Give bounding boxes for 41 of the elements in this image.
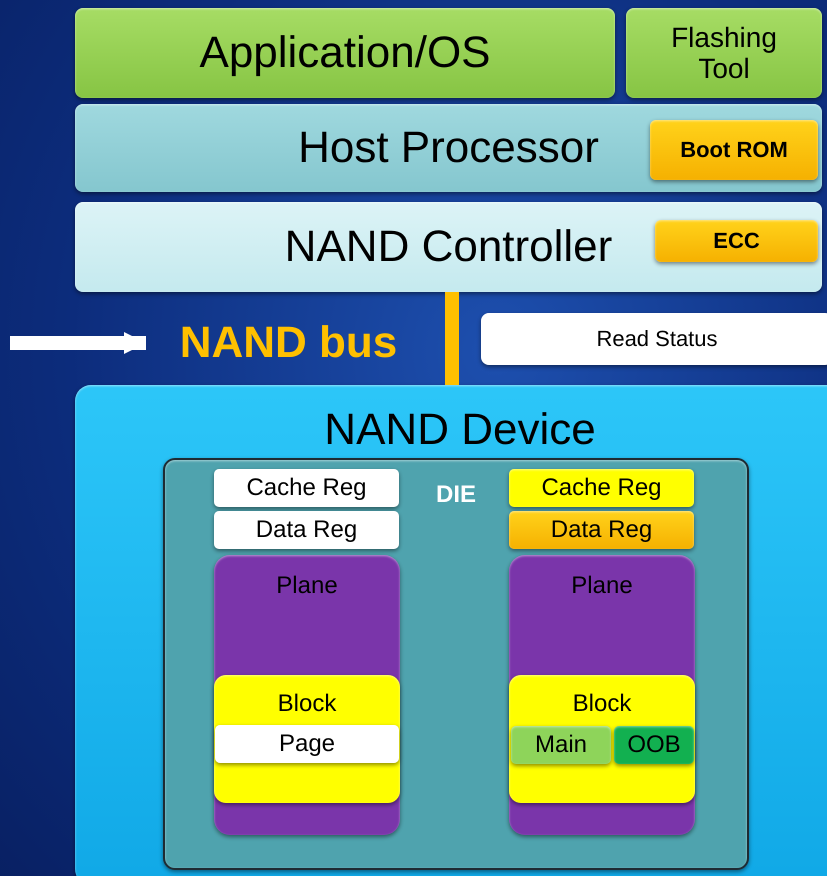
register-box: [509, 469, 694, 507]
node-label: Block: [572, 691, 632, 718]
register-box: [214, 511, 399, 549]
device-box: [75, 385, 827, 876]
register-box: [509, 511, 694, 549]
node-label: DIE: [436, 482, 476, 509]
layer-box: [75, 8, 615, 98]
node-label: Main: [534, 732, 588, 758]
node-label: NAND Device: [324, 405, 596, 454]
node-label: Block: [278, 691, 336, 718]
register-box: [214, 469, 399, 507]
node-label: Plane: [276, 573, 338, 600]
main-area-box: [511, 726, 611, 764]
node-label: Data Reg: [256, 516, 358, 544]
node-label: Data Reg: [550, 516, 652, 544]
block-box: [509, 675, 695, 803]
node-label: ECC: [713, 228, 760, 254]
node-label: Flashing Tool: [670, 22, 778, 84]
block-box: [214, 675, 400, 803]
node-label: Application/OS: [199, 28, 491, 78]
plane-box: [214, 555, 400, 835]
status-box: [481, 313, 827, 365]
node-label: Page: [278, 730, 336, 758]
node-label: Host Processor: [298, 123, 599, 173]
die-box: [163, 458, 749, 870]
bus-label: NAND bus: [180, 318, 398, 368]
node-label: Plane: [571, 573, 633, 600]
layer-box: [75, 202, 822, 292]
node-label: OOB: [627, 732, 681, 758]
oob-area-box: [614, 726, 694, 764]
node-label: Cache Reg: [246, 474, 367, 502]
layer-box: [626, 8, 822, 98]
node-label: NAND Controller: [284, 222, 612, 272]
plane-box: [509, 555, 695, 835]
page-box: [215, 725, 399, 763]
node-label: Cache Reg: [541, 474, 662, 502]
node-label: Boot ROM: [680, 138, 788, 162]
node-label: Read Status: [596, 326, 718, 352]
component-box: [650, 120, 818, 180]
layer-box: [75, 104, 822, 192]
component-box: [655, 220, 818, 262]
